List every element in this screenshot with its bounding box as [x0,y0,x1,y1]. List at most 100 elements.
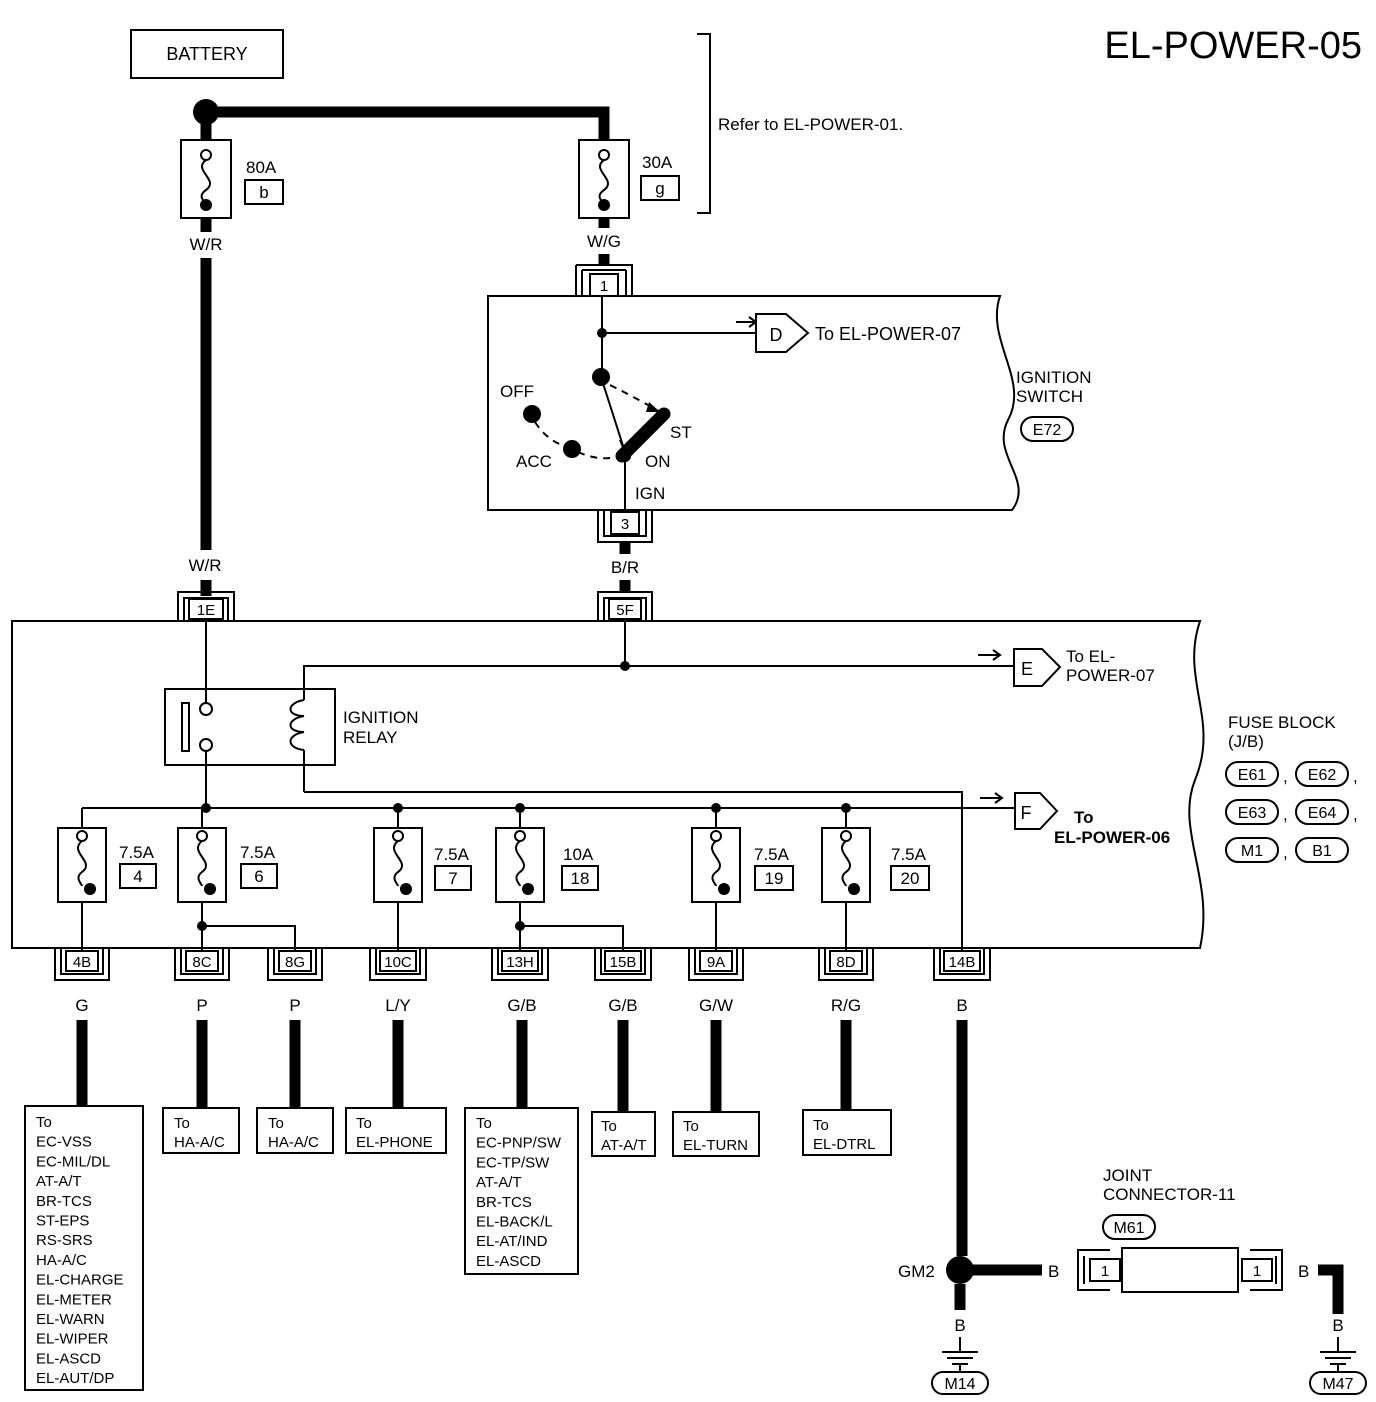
arrow-d-text: To EL-POWER-07 [815,324,961,344]
ignition-relay [164,621,336,808]
fusible-link-80a-id: b [259,183,268,202]
svg-text:13H: 13H [506,954,534,971]
svg-text:,: , [1283,805,1288,824]
svg-text:E: E [1021,659,1033,679]
output-pin-4b: 4B G [54,948,110,1106]
refer-note: Refer to EL-POWER-01. [718,115,903,134]
fuse-block-connector-b1: B1 [1312,843,1332,860]
svg-text:B: B [956,996,967,1015]
refer-bracket [697,33,711,214]
svg-text:P: P [196,996,207,1015]
output-pin-14b: 14B B [933,948,991,1256]
switch-pos-st: ST [670,423,692,442]
svg-text:1: 1 [1101,1263,1109,1280]
switch-contact-st-on [615,407,671,463]
svg-text:14B: 14B [949,954,976,971]
svg-text:7.5A: 7.5A [434,845,470,864]
svg-text:10C: 10C [384,954,412,971]
arrow-f-text-1: To [1074,808,1094,827]
gm2-label: GM2 [898,1262,935,1281]
svg-text:5F: 5F [616,602,634,619]
svg-text:,: , [1283,843,1288,862]
relay-label-1: IGNITION [343,708,419,727]
svg-text:7.5A: 7.5A [891,845,927,864]
fusible-link-30a-id: g [655,179,664,198]
battery: BATTERY [130,29,284,79]
arrow-e [1013,648,1062,687]
svg-text:8C: 8C [192,954,211,971]
ground-m14: M14 [944,1376,975,1393]
fuse-block-body [11,620,1205,949]
arrow-e-text-1: To EL- [1066,647,1115,666]
svg-text:D: D [770,325,783,345]
fusible-link-80a-amps: 80A [246,158,277,177]
output-pin-15b: 15B G/B [594,948,652,1112]
fuse-block-connector-e61: E61 [1238,767,1267,784]
relay-label-2: RELAY [343,728,398,747]
svg-text:10A: 10A [563,845,594,864]
output-pin-8d: 8D R/G [818,948,874,1110]
svg-text:G/B: G/B [608,996,637,1015]
svg-text:20: 20 [901,869,920,888]
arrow-f-text-2: EL-POWER-06 [1054,828,1170,847]
connector-pin-1: 1 [575,264,633,297]
svg-text:7.5A: 7.5A [754,845,790,864]
battery-feed-wire [206,106,610,142]
output-pin-10c: 10C L/Y [369,948,427,1108]
fuse-block-connector-e64: E64 [1308,805,1337,822]
svg-text:1: 1 [1253,1263,1261,1280]
joint-connector-label-1: JOINT [1103,1166,1152,1185]
svg-text:,: , [1353,805,1358,824]
svg-text:7.5A: 7.5A [240,843,276,862]
svg-text:F: F [1021,803,1032,823]
svg-text:9A: 9A [707,954,725,971]
switch-pos-on: ON [645,452,671,471]
fuse-block-connector-m1: M1 [1241,843,1263,860]
output-pin-8g: 8G P [267,948,323,1108]
fuse-20: 7.5A 20 [821,808,930,956]
svg-text:P: P [289,996,300,1015]
ignition-switch-connector: E72 [1033,422,1062,439]
fuse-block-connector-e63: E63 [1238,805,1267,822]
output-pin-9a: 9A G/W [688,948,744,1112]
svg-text:3: 3 [621,516,629,533]
arrow-d [755,313,810,353]
svg-text:G: G [75,996,88,1015]
fuse-18: 10A 18 [495,808,624,956]
connector-pin-5f: 5F [597,591,653,621]
fusible-link-30a: 30A g [578,139,680,219]
ignition-switch-label-2: SWITCH [1016,387,1083,406]
fuse-block-label-1: FUSE BLOCK [1228,713,1336,732]
svg-text:1E: 1E [197,602,215,619]
fuse-19: 7.5A 19 [691,808,794,956]
svg-text:L/Y: L/Y [385,996,411,1015]
fuse-block-connector-e62: E62 [1308,767,1337,784]
svg-text:4B: 4B [73,954,91,971]
svg-text:R/G: R/G [831,996,861,1015]
wire-label-b-joint-a: B [1048,1262,1059,1281]
svg-text:7: 7 [448,869,457,888]
output-pin-13h: 13H G/B [491,948,549,1108]
fuse-block-label-2: (J/B) [1228,732,1264,751]
ignition-switch-body [487,295,1020,511]
joint-connector-id: M61 [1113,1220,1144,1237]
switch-pos-ign: IGN [635,484,665,503]
wire-label-b-joint-b: B [1298,1262,1309,1281]
wire-label-wg: W/G [587,232,621,251]
ground-m47: M47 [1322,1376,1353,1393]
joint-connector-label-2: CONNECTOR-11 [1103,1185,1236,1204]
page-title: EL-POWER-05 [1104,25,1362,67]
svg-text:18: 18 [571,869,590,888]
